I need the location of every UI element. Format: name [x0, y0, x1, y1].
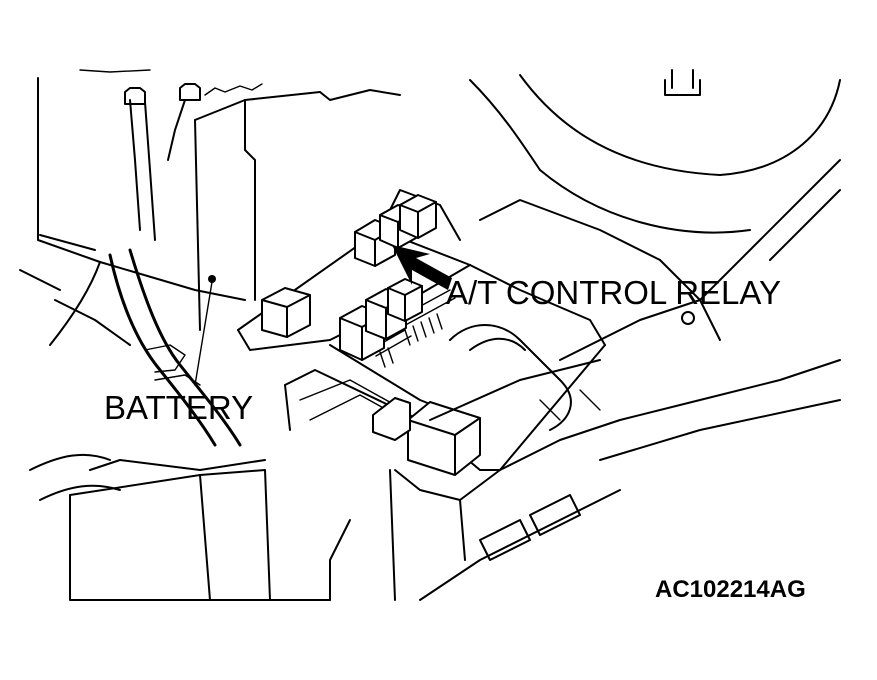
relays [261, 194, 481, 476]
battery [37, 69, 401, 331]
relay-box [237, 189, 606, 601]
figure-id: AC102214AG [655, 576, 806, 603]
battery-leader-line [194, 281, 213, 386]
battery-label: BATTERY [104, 389, 254, 426]
relay-label: A/T CONTROL RELAY [446, 274, 781, 311]
wire-harness [19, 248, 242, 501]
pointer-arrow [392, 245, 452, 290]
engine-parts-right [329, 69, 841, 601]
bracket-lower-left [69, 459, 331, 601]
